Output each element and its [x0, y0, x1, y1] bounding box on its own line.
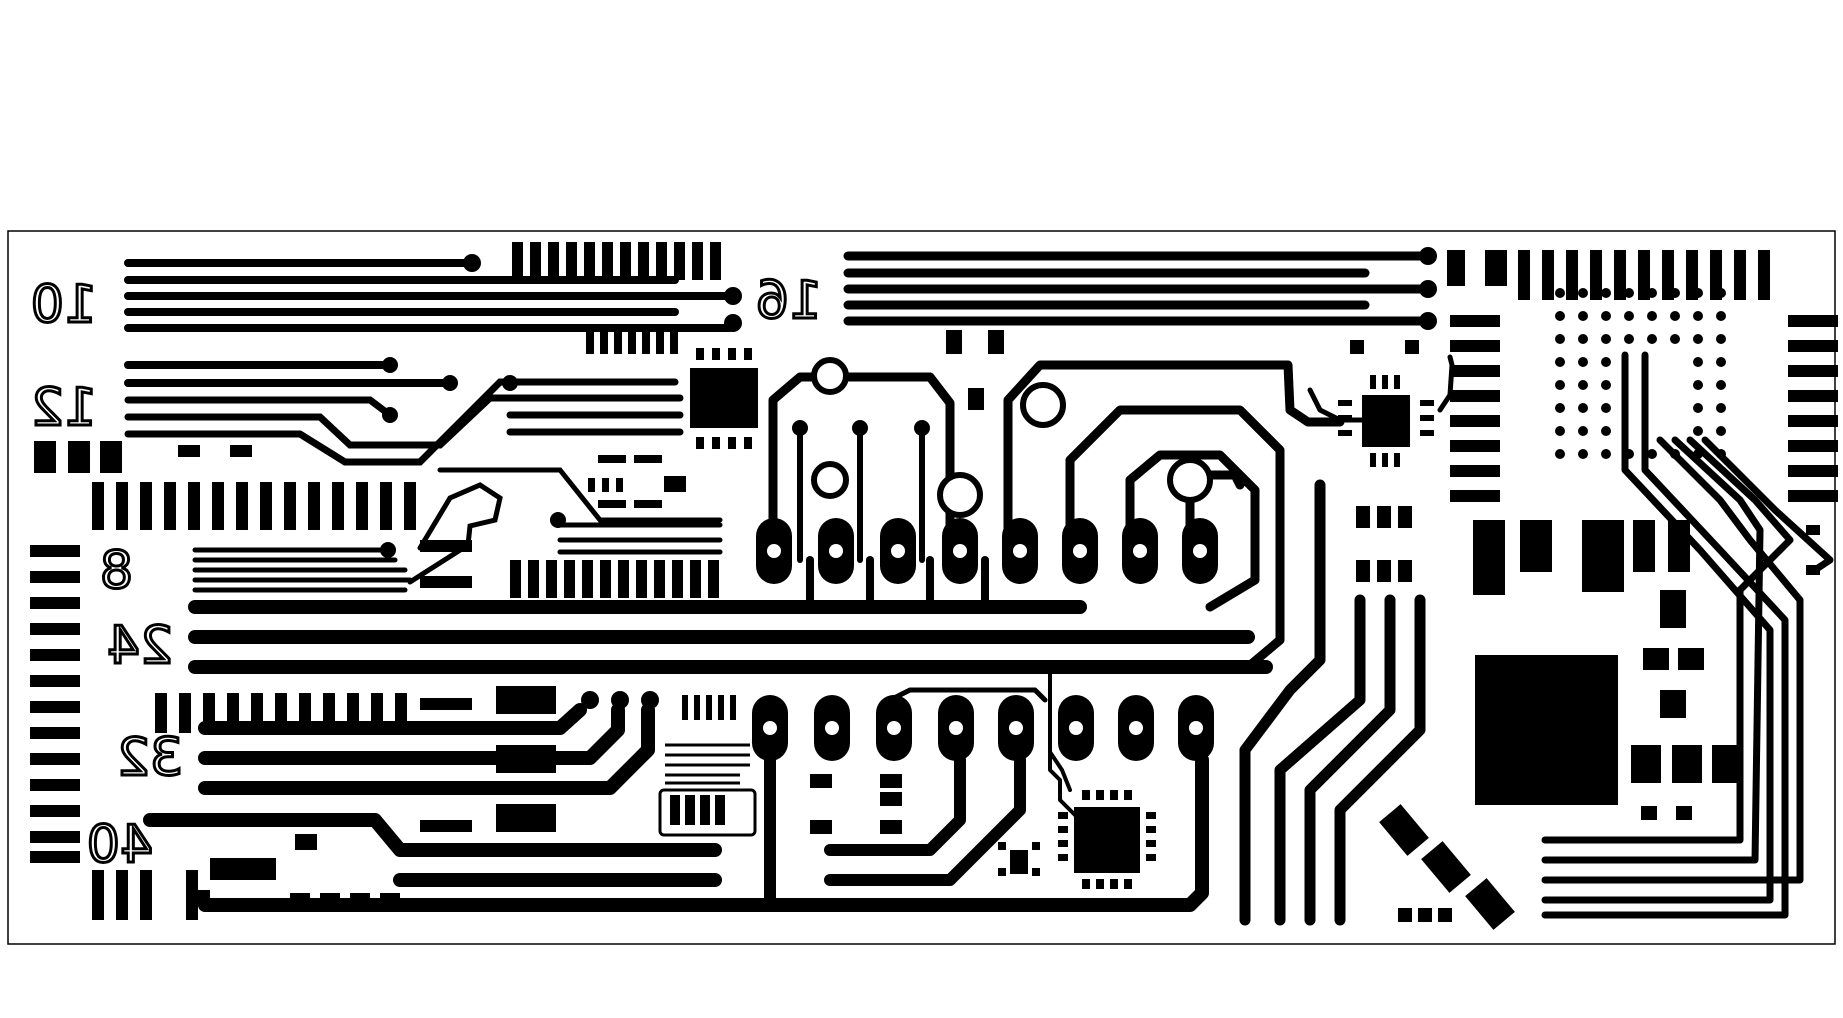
ic-right-center	[1338, 340, 1434, 582]
bga-ball	[1555, 288, 1565, 298]
components-right-lower	[1398, 520, 1742, 922]
bga-ball	[1578, 380, 1588, 390]
label-32: 32	[117, 728, 183, 788]
bga-ball	[1578, 403, 1588, 413]
bga-ball	[1555, 403, 1565, 413]
bga-ball	[1716, 357, 1726, 367]
bga-ball	[1601, 311, 1611, 321]
bga-ball	[1670, 288, 1680, 298]
label-24: 24	[107, 616, 173, 676]
label-40: 40	[87, 815, 153, 875]
label-10: 10	[31, 275, 97, 335]
traces-dip-region	[768, 360, 1426, 926]
bga-ball	[1555, 449, 1565, 459]
pads-bottom-left	[155, 686, 902, 904]
bga-ball	[1693, 403, 1703, 413]
bga-ball	[1601, 426, 1611, 436]
bga-ball-grid	[1555, 288, 1726, 459]
bga-ball	[1647, 449, 1657, 459]
bga-ball	[1578, 334, 1588, 344]
bga-ball	[1693, 311, 1703, 321]
bga-ball	[1693, 380, 1703, 390]
bga-ball	[1601, 334, 1611, 344]
connector-pads-top	[512, 242, 721, 354]
bga-ball	[1670, 311, 1680, 321]
rotated-pads-right	[1379, 804, 1515, 930]
vias-bottom-left	[581, 691, 659, 709]
traces-mid-left	[188, 467, 1273, 674]
traces-top-left	[124, 259, 734, 466]
label-24-group: 24	[105, 615, 174, 678]
label-16-group: 16	[754, 270, 823, 333]
label-12-group: 12	[29, 377, 98, 440]
bga-ball	[1716, 288, 1726, 298]
smd-pads-center	[946, 330, 1004, 410]
traces-right-fanout	[1307, 351, 1834, 919]
bga-ball	[1601, 380, 1611, 390]
bga-ball	[1693, 357, 1703, 367]
bga-ball	[1693, 334, 1703, 344]
pads-mid-left	[420, 455, 719, 598]
bga-ball	[1624, 288, 1634, 298]
bga-ball	[1624, 311, 1634, 321]
fine-pitch-ic	[658, 743, 757, 837]
bga-ball	[1578, 311, 1588, 321]
bga-ball	[1716, 311, 1726, 321]
ic-bottom-center	[998, 790, 1156, 889]
bga-ball	[1647, 311, 1657, 321]
dip-holes-bottom-row	[763, 721, 1203, 735]
bga-ball	[1555, 357, 1565, 367]
bga-ball	[1578, 288, 1588, 298]
bga-ball	[1624, 334, 1634, 344]
ring-vias	[811, 357, 1213, 518]
bga-ball	[1578, 449, 1588, 459]
label-12: 12	[31, 378, 97, 438]
bga-ball	[1693, 288, 1703, 298]
bga-ball	[1555, 380, 1565, 390]
board-outline	[7, 230, 1836, 945]
bga-ball	[1578, 426, 1588, 436]
bga-ball	[1716, 403, 1726, 413]
small-vias-dip	[792, 420, 930, 436]
label-8: 8	[100, 541, 133, 601]
bga-ball	[1578, 357, 1588, 367]
pads-left-column	[30, 441, 416, 920]
bga-ball	[1670, 334, 1680, 344]
bga-ball	[1601, 288, 1611, 298]
bga-ball	[1716, 380, 1726, 390]
label-8-group: 8	[98, 540, 134, 603]
bga-ball	[1601, 403, 1611, 413]
bga-ball	[1555, 311, 1565, 321]
fine-pitch-ic-pads	[670, 695, 736, 825]
traces-top-right	[843, 251, 1430, 326]
bga-ball	[1693, 426, 1703, 436]
label-16: 16	[756, 271, 822, 331]
ic-top-center	[690, 348, 758, 449]
dip-holes-top-row	[767, 544, 1207, 558]
label-32-group: 32	[115, 727, 184, 790]
bga-ball	[1647, 334, 1657, 344]
bga-ball	[1555, 426, 1565, 436]
dip-pads-bottom-row	[752, 695, 1214, 761]
bga-ball	[1716, 334, 1726, 344]
connector-pads-right	[1447, 250, 1838, 575]
bga-ball	[1555, 334, 1565, 344]
vias-mid-left	[380, 512, 566, 558]
bga-ball	[1716, 426, 1726, 436]
bga-ball	[1601, 449, 1611, 459]
bga-ball	[1601, 357, 1611, 367]
bga-ball	[1647, 288, 1657, 298]
vias-top-right	[1419, 247, 1437, 330]
label-40-group: 40	[85, 814, 154, 877]
vias-top-left	[382, 254, 742, 423]
label-10-group: 10	[29, 274, 98, 337]
